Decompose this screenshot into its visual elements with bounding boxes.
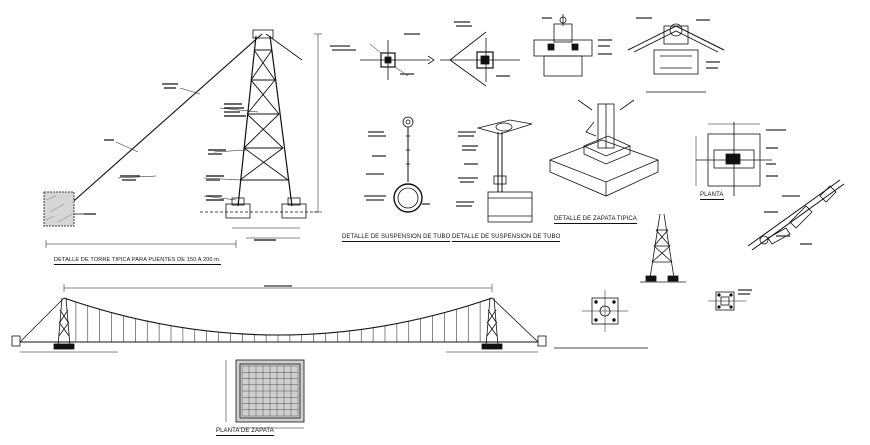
tower-footing-left (225, 203, 251, 219)
tower-leg-left (237, 35, 257, 207)
stay-cable (57, 33, 263, 216)
rebar-grid (241, 365, 299, 417)
tower-bracing (239, 49, 289, 181)
title-suspension-left: DETALLE DE SUSPENSION DE TUBO (342, 234, 451, 242)
annotation-leaders (115, 87, 259, 201)
main-cable (63, 297, 493, 336)
cable-clamp-detail (747, 179, 845, 251)
tower-footing-right (281, 203, 307, 219)
bridge-hangers (75, 302, 481, 342)
suspension-detail-right (456, 119, 533, 223)
title-plan-small: PLANTA (700, 192, 724, 200)
title-tower-detail: DETALLE DE TORRE TIPICA PARA PUENTES DE … (54, 257, 221, 265)
cross-plan-details (330, 21, 520, 87)
title-footing-plan: PLANTA DE ZAPATA (216, 428, 274, 436)
title-footing-detail: DETALLE DE ZAPATA TIPICA (554, 216, 637, 224)
base-plate-right (708, 289, 752, 311)
title-suspension-right: DETALLE DE SUSPENSION DE TUBO (452, 234, 561, 242)
pipe-elevation-right (487, 191, 533, 223)
footing-isometric (548, 99, 660, 197)
bridge-tower-left (53, 297, 75, 350)
tower-cap (252, 29, 274, 39)
annotation-text-marks (84, 83, 276, 241)
bridge-elevation (11, 284, 547, 353)
plan-node-right (476, 51, 494, 69)
base-plate-left (554, 290, 648, 349)
pipe-section-left (393, 183, 423, 213)
footing-plan (225, 359, 305, 429)
tower-leg-right (269, 35, 293, 207)
tower-elevation (43, 29, 322, 248)
plan-small (695, 122, 786, 196)
suspension-detail-left (364, 116, 430, 213)
anchor-hatch (45, 195, 73, 223)
roof-saddle-detail (627, 17, 725, 93)
anchor-block (43, 191, 75, 227)
plan-node-left (380, 52, 396, 68)
small-tower (640, 213, 686, 283)
bridge-tower-right (481, 297, 503, 350)
saddle-detail (533, 14, 612, 77)
